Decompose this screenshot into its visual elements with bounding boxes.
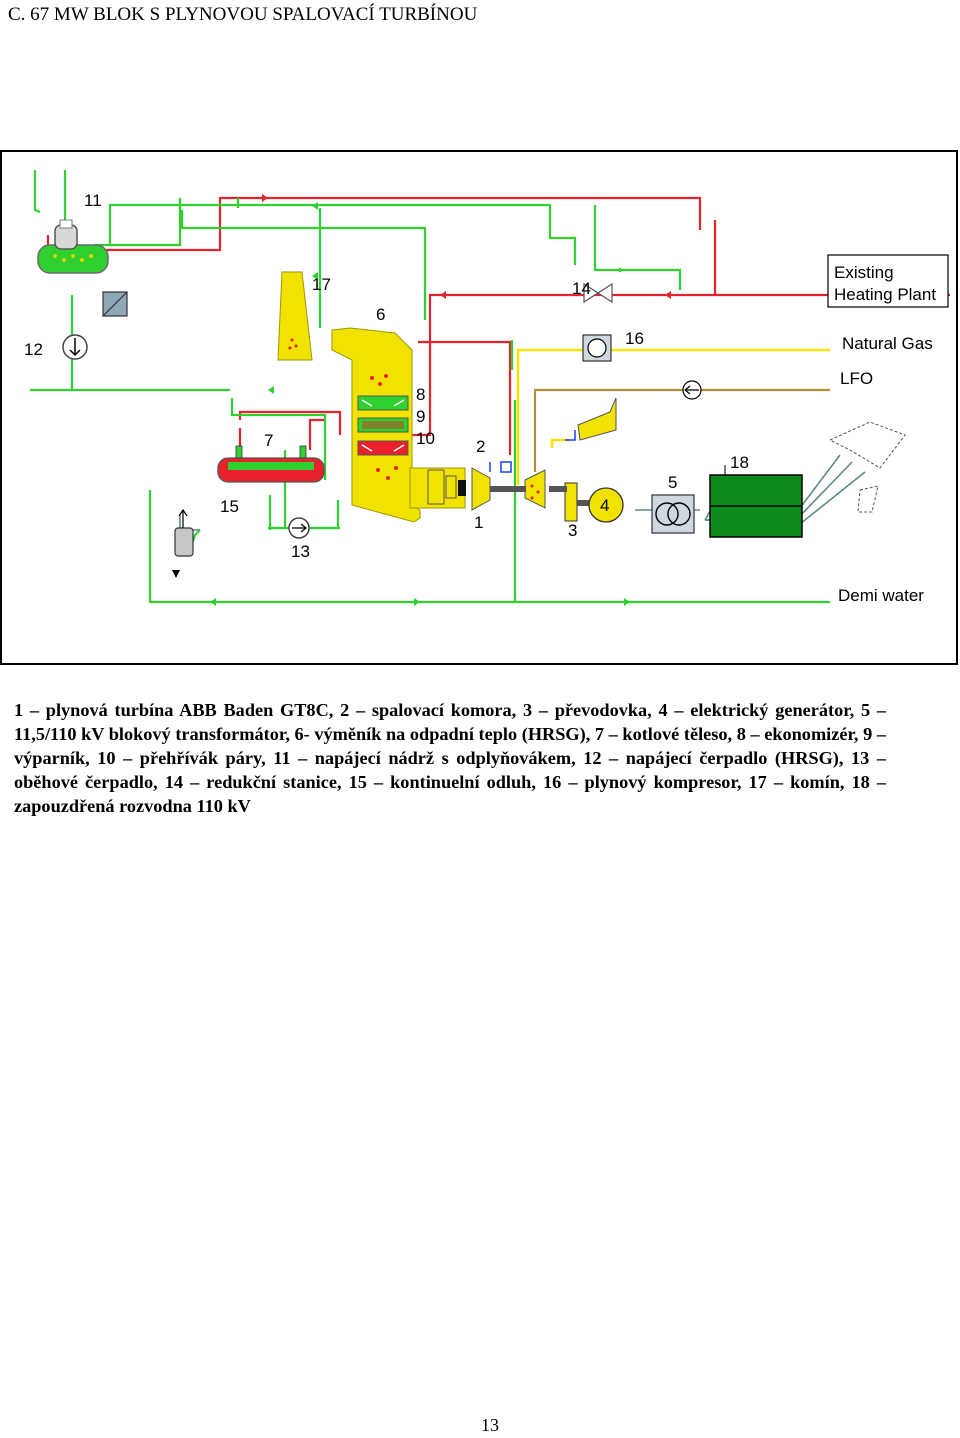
- flow-arrows-red: [262, 194, 671, 299]
- feedwater-tank: [37, 219, 109, 274]
- flow-arrows: [210, 202, 630, 606]
- transformer: [651, 494, 695, 534]
- hrsg: [331, 327, 466, 523]
- diagram-caption: 1 – plynová turbína ABB Baden GT8C, 2 – …: [14, 700, 886, 816]
- generator: [588, 487, 624, 523]
- num-3: 3: [568, 521, 577, 540]
- num-7: 7: [264, 431, 273, 450]
- num-2: 2: [476, 437, 485, 456]
- label-natural-gas: Natural Gas: [842, 334, 933, 353]
- num-12: 12: [24, 340, 43, 359]
- num-1: 1: [474, 513, 483, 532]
- air-intake: [577, 397, 617, 441]
- num-17: 17: [312, 275, 331, 294]
- num-15: 15: [220, 497, 239, 516]
- num-8: 8: [416, 385, 425, 404]
- num-11: 11: [84, 191, 102, 210]
- num-5: 5: [668, 473, 677, 492]
- switchgear: [709, 465, 803, 538]
- reduction-valve-icon: [583, 282, 613, 304]
- num-14: 14: [572, 279, 591, 298]
- num-18: 18: [730, 453, 749, 472]
- chimney: [277, 271, 313, 361]
- gas-lines: [516, 348, 830, 485]
- diagram-frame: [0, 150, 958, 665]
- label-existing-2: Heating Plant: [834, 285, 936, 304]
- label-existing-1: Existing: [834, 263, 894, 282]
- gas-compressor: [582, 334, 612, 362]
- page-title: C. 67 MW BLOK S PLYNOVOU SPALOVACÍ TURBÍ…: [8, 4, 478, 25]
- num-10: 10: [416, 429, 435, 448]
- steam-lines: [46, 196, 950, 455]
- gearbox: [549, 482, 589, 522]
- gas-turbine: [471, 461, 546, 511]
- num-13: 13: [291, 542, 310, 561]
- power-plant-diagram: 11 12 17 6 8 9 10 7 2 1 3 4 5 18 16 14 1…: [0, 150, 958, 665]
- num-9: 9: [416, 407, 425, 426]
- boiler-drum: [217, 445, 325, 483]
- label-lfo: LFO: [840, 369, 873, 388]
- circulation-pump: [288, 517, 310, 539]
- page-number: 13: [481, 1415, 499, 1435]
- label-demi-water: Demi water: [838, 586, 924, 605]
- num-16: 16: [625, 329, 644, 348]
- lfo-lines: [533, 388, 830, 472]
- blowdown-vessel: [172, 508, 194, 578]
- transmission-tower: [828, 421, 906, 513]
- existing-heating-box: [827, 254, 949, 308]
- num-6: 6: [376, 305, 385, 324]
- num-4: 4: [600, 496, 609, 515]
- feed-pump: [62, 334, 88, 360]
